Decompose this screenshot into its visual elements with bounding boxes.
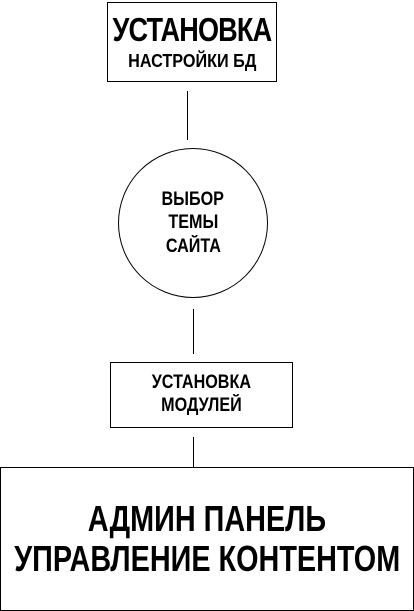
connector-line-1: [187, 91, 188, 140]
admin-panel-box: АДМИН ПАНЕЛЬ УПРАВЛЕНИЕ КОНТЕНТОМ: [0, 467, 414, 611]
install-modules-line-2: МОДУЛЕЙ: [161, 395, 242, 416]
install-db-box: УСТАНОВКА НАСТРОЙКИ БД: [107, 2, 277, 82]
admin-panel-line-2: УПРАВЛЕНИЕ КОНТЕНТОМ: [14, 538, 400, 579]
install-db-title: УСТАНОВКА: [112, 11, 273, 49]
admin-panel-line-1: АДМИН ПАНЕЛЬ: [87, 497, 327, 539]
connector-line-2: [193, 309, 194, 354]
connector-line-3: [193, 437, 194, 467]
install-modules-line-1: УСТАНОВКА: [151, 372, 252, 394]
theme-choice-line-2: ТЕМЫ: [168, 212, 218, 234]
theme-choice-line-3: САЙТА: [165, 235, 221, 257]
theme-choice-line-1: ВЫБОР: [161, 189, 225, 211]
theme-choice-circle: ВЫБОР ТЕМЫ САЙТА: [118, 148, 268, 298]
install-db-subtitle: НАСТРОЙКИ БД: [127, 50, 257, 71]
install-modules-box: УСТАНОВКА МОДУЛЕЙ: [110, 362, 293, 428]
